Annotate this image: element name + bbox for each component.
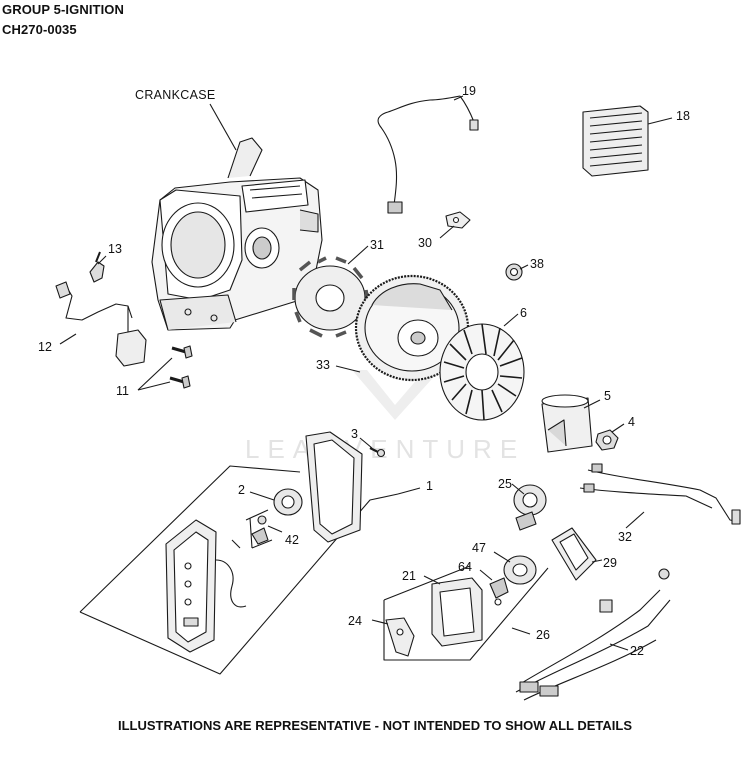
crankcase-part bbox=[151, 137, 323, 331]
callout-4: 4 bbox=[628, 415, 635, 429]
callout-crankcase: CRANKCASE bbox=[135, 88, 216, 102]
switch-47-part bbox=[503, 555, 537, 585]
callout-5: 5 bbox=[604, 389, 611, 403]
group-title: GROUP 5-IGNITION bbox=[2, 2, 124, 17]
callout-64: 64 bbox=[458, 560, 472, 574]
wire-19-part bbox=[377, 95, 479, 214]
callout-42: 42 bbox=[285, 533, 299, 547]
callout-30: 30 bbox=[418, 236, 432, 250]
callout-26: 26 bbox=[536, 628, 550, 642]
flywheel-33-part bbox=[354, 274, 470, 382]
callout-32: 32 bbox=[618, 530, 632, 544]
key-42-part bbox=[251, 515, 269, 545]
callout-22: 22 bbox=[630, 644, 644, 658]
cup-5-part bbox=[541, 394, 593, 453]
harness-22-part bbox=[515, 568, 671, 701]
callout-12: 12 bbox=[38, 340, 52, 354]
bolts-11-part bbox=[169, 345, 193, 389]
nut-4-part bbox=[595, 429, 619, 451]
callout-13: 13 bbox=[108, 242, 122, 256]
harness-32-part bbox=[579, 463, 741, 525]
ignition-coil-12-part bbox=[55, 281, 147, 367]
screw-3-part bbox=[369, 447, 386, 458]
callout-21: 21 bbox=[402, 569, 416, 583]
switch-25-part bbox=[513, 484, 547, 531]
stator-31-part bbox=[292, 256, 370, 338]
callout-6: 6 bbox=[520, 306, 527, 320]
plate-24-part bbox=[385, 617, 415, 657]
callout-18: 18 bbox=[676, 109, 690, 123]
watermark-text: LEADVENTURE bbox=[245, 434, 525, 464]
callout-19: 19 bbox=[462, 84, 476, 98]
clip-30-part bbox=[445, 211, 471, 229]
callout-11: 11 bbox=[116, 384, 129, 398]
control-panel-part bbox=[165, 519, 247, 653]
callout-24: 24 bbox=[348, 614, 362, 628]
regulator-18-part bbox=[582, 105, 649, 177]
nut-38-part bbox=[505, 263, 523, 281]
fan-6-part bbox=[439, 323, 525, 421]
callout-38: 38 bbox=[530, 257, 544, 271]
callout-2: 2 bbox=[238, 483, 245, 497]
box-21-part bbox=[431, 577, 483, 647]
callout-3: 3 bbox=[351, 427, 358, 441]
switch-2-part bbox=[273, 488, 303, 516]
spark-plug-13-part bbox=[89, 251, 105, 283]
callout-1: 1 bbox=[426, 479, 433, 493]
bracket-29-part bbox=[551, 527, 597, 581]
callout-33: 33 bbox=[316, 358, 330, 372]
disclaimer-footer: ILLUSTRATIONS ARE REPRESENTATIVE - NOT I… bbox=[118, 718, 632, 733]
callout-31: 31 bbox=[370, 238, 384, 252]
diagram-code: CH270-0035 bbox=[2, 22, 77, 37]
housing-part bbox=[305, 431, 363, 543]
callout-25: 25 bbox=[498, 477, 512, 491]
callout-29: 29 bbox=[603, 556, 617, 570]
callout-47: 47 bbox=[472, 541, 486, 555]
key-64-part bbox=[489, 577, 509, 606]
